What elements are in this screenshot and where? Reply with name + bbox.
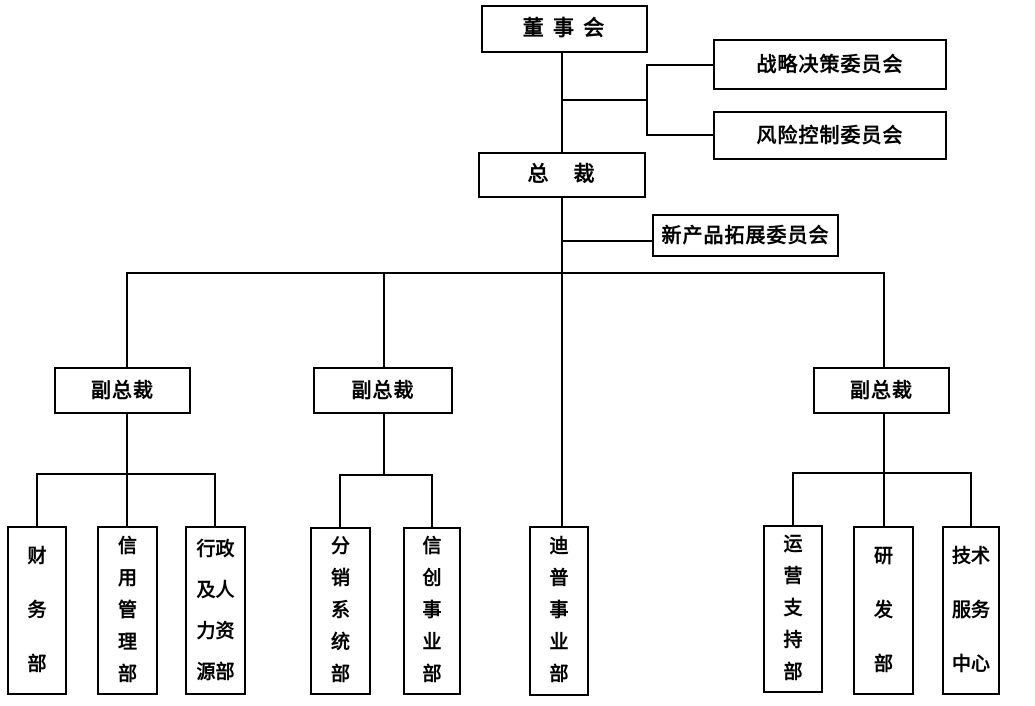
org-node-new-product-committee: 新产品拓展委员会 [652, 214, 839, 257]
org-node-dipu-business-dept: 迪 普 事 业 部 [529, 526, 589, 696]
line-to-strategy-committee [646, 64, 713, 66]
line-to-finance-dept [36, 473, 38, 526]
line-to-risk-committee [646, 134, 713, 136]
org-node-rnd-dept: 研 发 部 [853, 526, 914, 695]
line-board-to-president [561, 53, 563, 152]
org-node-president-label: 总 裁 [527, 162, 597, 187]
org-node-distribution-system-dept-label: 分 销 系 统 部 [330, 536, 350, 685]
line-to-xinchuang-dept [431, 474, 433, 527]
org-node-risk-committee: 风险控制委员会 [713, 111, 947, 160]
org-node-rnd-dept-label: 研 发 部 [873, 545, 893, 675]
org-node-risk-committee-label: 风险控制委员会 [756, 124, 904, 147]
org-node-vp-middle: 副总裁 [313, 367, 453, 414]
line-president-to-children [561, 198, 563, 526]
line-to-operations-dept [792, 472, 794, 525]
org-node-operations-support-dept: 运 营 支 持 部 [763, 525, 823, 693]
org-node-dipu-business-dept-label: 迪 普 事 业 部 [549, 536, 569, 685]
org-node-credit-management-dept: 信 用 管 理 部 [97, 526, 158, 695]
org-node-board-label: 董 事 会 [522, 16, 607, 41]
org-node-president: 总 裁 [478, 152, 646, 198]
org-node-distribution-system-dept: 分 销 系 统 部 [310, 527, 371, 695]
line-vp-middle-to-depts [383, 414, 385, 476]
line-middle-dept-rail [339, 474, 433, 476]
line-to-distribution-dept [339, 474, 341, 527]
line-vp-right-to-depts [883, 414, 885, 526]
line-to-admin-hr-dept [214, 473, 216, 526]
line-to-tech-service-center [970, 472, 972, 526]
org-node-vp-left-label: 副总裁 [91, 379, 154, 402]
org-node-operations-support-dept-label: 运 营 支 持 部 [783, 534, 803, 683]
org-node-strategy-committee: 战略决策委员会 [713, 39, 947, 90]
line-left-dept-rail [36, 473, 216, 475]
line-vp-rail [126, 272, 885, 274]
line-rail-to-vp-middle [383, 272, 385, 367]
line-president-committee-stub [561, 99, 648, 101]
org-node-vp-left: 副总裁 [54, 367, 191, 414]
org-node-admin-hr-dept: 行政 及人 力资 源部 [185, 526, 246, 695]
line-rail-to-vp-left [126, 272, 128, 367]
org-node-vp-right: 副总裁 [813, 367, 950, 414]
org-node-tech-service-center: 技术 服务 中心 [942, 526, 1000, 695]
org-node-tech-service-center-label: 技术 服务 中心 [951, 545, 990, 675]
line-to-new-product-committee [561, 240, 652, 242]
org-node-xinchuang-business-dept: 信 创 事 业 部 [403, 527, 461, 695]
line-committee-branch [646, 64, 648, 136]
org-node-strategy-committee-label: 战略决策委员会 [756, 53, 904, 76]
line-vp-left-to-depts [126, 414, 128, 526]
line-right-dept-rail [792, 472, 972, 474]
org-node-finance-dept-label: 财 务 部 [27, 545, 47, 675]
line-rail-to-vp-right [883, 272, 885, 367]
org-node-admin-hr-dept-label: 行政 及人 力资 源部 [196, 538, 235, 683]
org-node-finance-dept: 财 务 部 [7, 526, 67, 695]
org-node-vp-right-label: 副总裁 [850, 379, 913, 402]
org-node-board: 董 事 会 [481, 5, 648, 53]
org-node-vp-middle-label: 副总裁 [351, 379, 415, 402]
org-node-new-product-committee-label: 新产品拓展委员会 [661, 224, 830, 247]
org-node-credit-management-dept-label: 信 用 管 理 部 [117, 535, 137, 685]
org-node-xinchuang-business-dept-label: 信 创 事 业 部 [422, 536, 442, 685]
